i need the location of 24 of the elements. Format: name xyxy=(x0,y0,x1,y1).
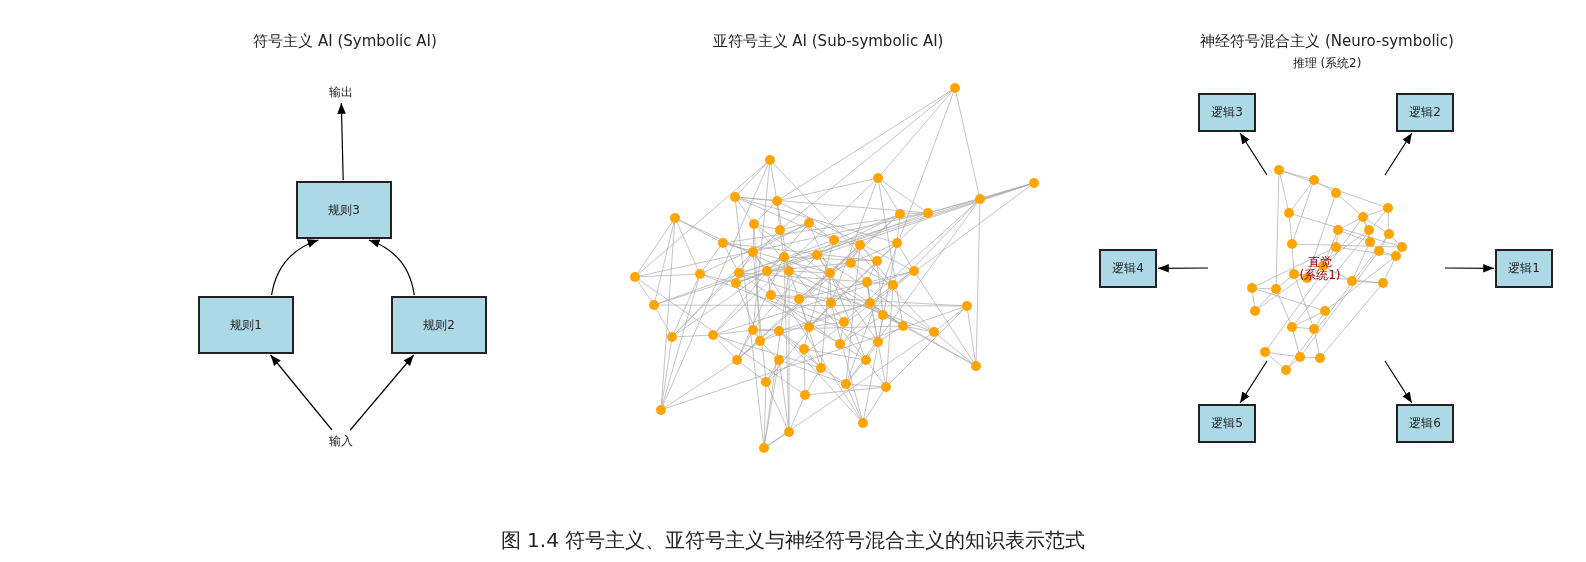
logic-box: 逻辑4 xyxy=(1099,249,1157,288)
arrow xyxy=(1444,263,1495,273)
figure-caption: 图 1.4 符号主义、亚符号主义与神经符号混合主义的知识表示范式 xyxy=(500,527,1086,554)
arrow xyxy=(1239,360,1268,404)
logic-box: 逻辑1 xyxy=(1495,249,1553,288)
logic-box: 逻辑3 xyxy=(1198,93,1256,132)
arrow xyxy=(1384,360,1413,404)
arrow xyxy=(337,102,346,181)
arrow xyxy=(1384,132,1413,176)
logic-box: 逻辑5 xyxy=(1198,404,1256,443)
arrow xyxy=(1157,263,1209,273)
arrow xyxy=(271,239,319,296)
panel-title: 神经符号混合主义 (Neuro-symbolic) xyxy=(1200,32,1454,51)
input-label: 输入 xyxy=(316,431,366,451)
subtitle: 推理 (系统2) xyxy=(1292,55,1362,72)
logic-box: 逻辑6 xyxy=(1396,404,1454,443)
arrow xyxy=(349,354,415,431)
panel-title: 亚符号主义 AI (Sub-symbolic AI) xyxy=(712,32,944,51)
logic-box: 逻辑2 xyxy=(1396,93,1454,132)
arrow xyxy=(1239,132,1268,176)
arrow xyxy=(368,239,415,296)
output-label: 输出 xyxy=(316,82,366,102)
arrow xyxy=(270,354,333,431)
panel-title: 符号主义 AI (Symbolic AI) xyxy=(253,32,437,51)
